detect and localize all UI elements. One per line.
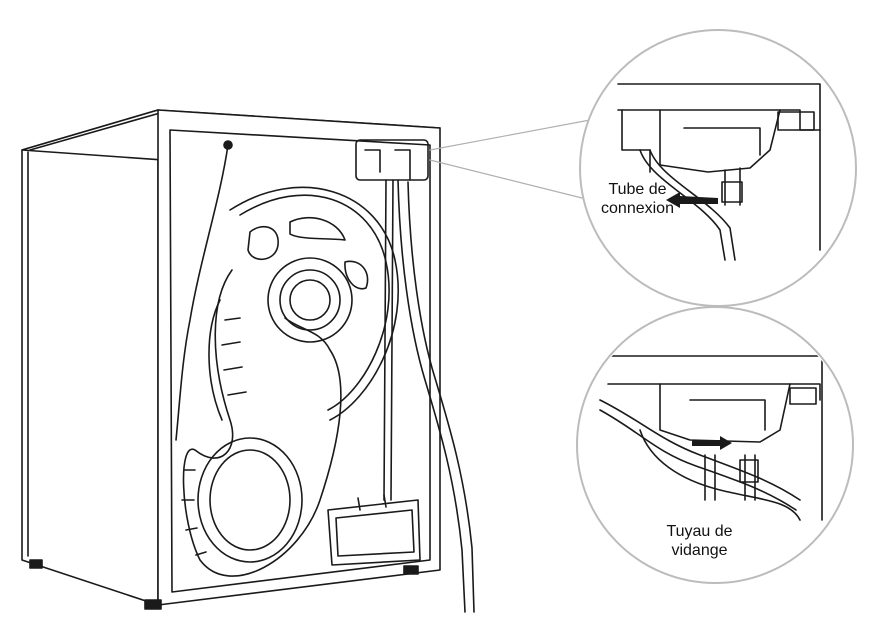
power-cable — [175, 144, 229, 441]
drain-hose-label: Tuyau de vidange — [652, 522, 747, 560]
washer-foot — [144, 599, 162, 610]
callout-circle-top — [579, 29, 857, 307]
washer-side-panel — [21, 109, 159, 606]
callout-leader — [429, 119, 591, 151]
washer-back-panel — [157, 109, 441, 606]
drain-hose-label-line-2: vidange — [671, 542, 728, 559]
connection-tube — [383, 179, 387, 501]
filter-cover — [327, 494, 421, 566]
washer-foot — [403, 565, 419, 575]
callout-circle-bottom — [576, 306, 854, 584]
arrow-icon — [692, 436, 732, 450]
washer-body — [21, 109, 441, 610]
hoses — [355, 139, 475, 613]
drain-hose — [397, 179, 466, 613]
washer-foot — [29, 559, 43, 569]
connection-tube-label-line-2: connexion — [601, 200, 674, 217]
connection-tube-label: Tube de connexion — [585, 180, 690, 218]
drain-hose-label-line-1: Tuyau de — [666, 523, 733, 540]
callout-leader — [429, 159, 591, 201]
drum-hub — [267, 257, 353, 343]
motor-housing — [182, 269, 342, 577]
connection-tube-label-line-1: Tube de — [608, 181, 667, 198]
arrow-icon — [666, 192, 718, 208]
